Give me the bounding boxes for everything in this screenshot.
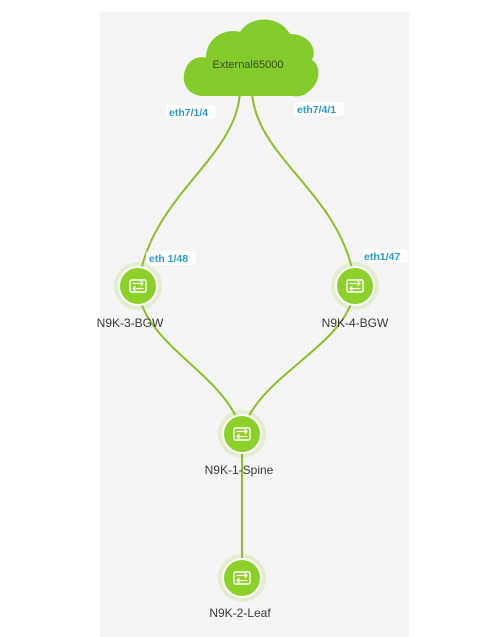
node-label: N9K-1-Spine (205, 463, 274, 477)
port-label-eth-1-48: eth 1/48 (146, 251, 196, 265)
port-label-text: eth7/4/1 (297, 104, 336, 116)
switch-icon (129, 279, 147, 293)
switch-icon (233, 427, 251, 441)
switch-icon (233, 571, 251, 585)
node-label: N9K-3-BGW (97, 316, 164, 330)
link-n9k-3-bgw-to-spine[interactable] (137, 285, 243, 435)
node-n9k-3-bgw[interactable]: N9K-3-BGW (97, 262, 164, 330)
port-label-text: eth7/1/4 (169, 107, 208, 119)
switch-icon (346, 279, 364, 293)
port-label-text: eth1/47 (364, 251, 400, 263)
node-n9k-2-leaf[interactable]: N9K-2-Leaf (209, 554, 271, 620)
port-label-eth7-1-4: eth7/1/4 (166, 105, 216, 119)
node-label: N9K-2-Leaf (209, 606, 271, 620)
node-n9k-1-spine[interactable]: N9K-1-Spine (205, 410, 274, 477)
cloud-label: External65000 (213, 59, 284, 71)
port-label-eth7-4-1: eth7/4/1 (294, 102, 344, 116)
node-label: N9K-4-BGW (322, 316, 389, 330)
link-cloud-to-n9k-3-bgw[interactable] (137, 91, 241, 287)
node-n9k-4-bgw[interactable]: N9K-4-BGW (322, 262, 389, 330)
cloud-icon (183, 19, 319, 97)
port-label-eth1-47: eth1/47 (362, 249, 408, 263)
external-cloud-node[interactable]: External65000 (183, 19, 319, 97)
port-label-text: eth 1/48 (149, 253, 188, 265)
link-cloud-to-n9k-4-bgw[interactable] (251, 91, 356, 287)
link-n9k-4-bgw-to-spine[interactable] (241, 285, 356, 435)
